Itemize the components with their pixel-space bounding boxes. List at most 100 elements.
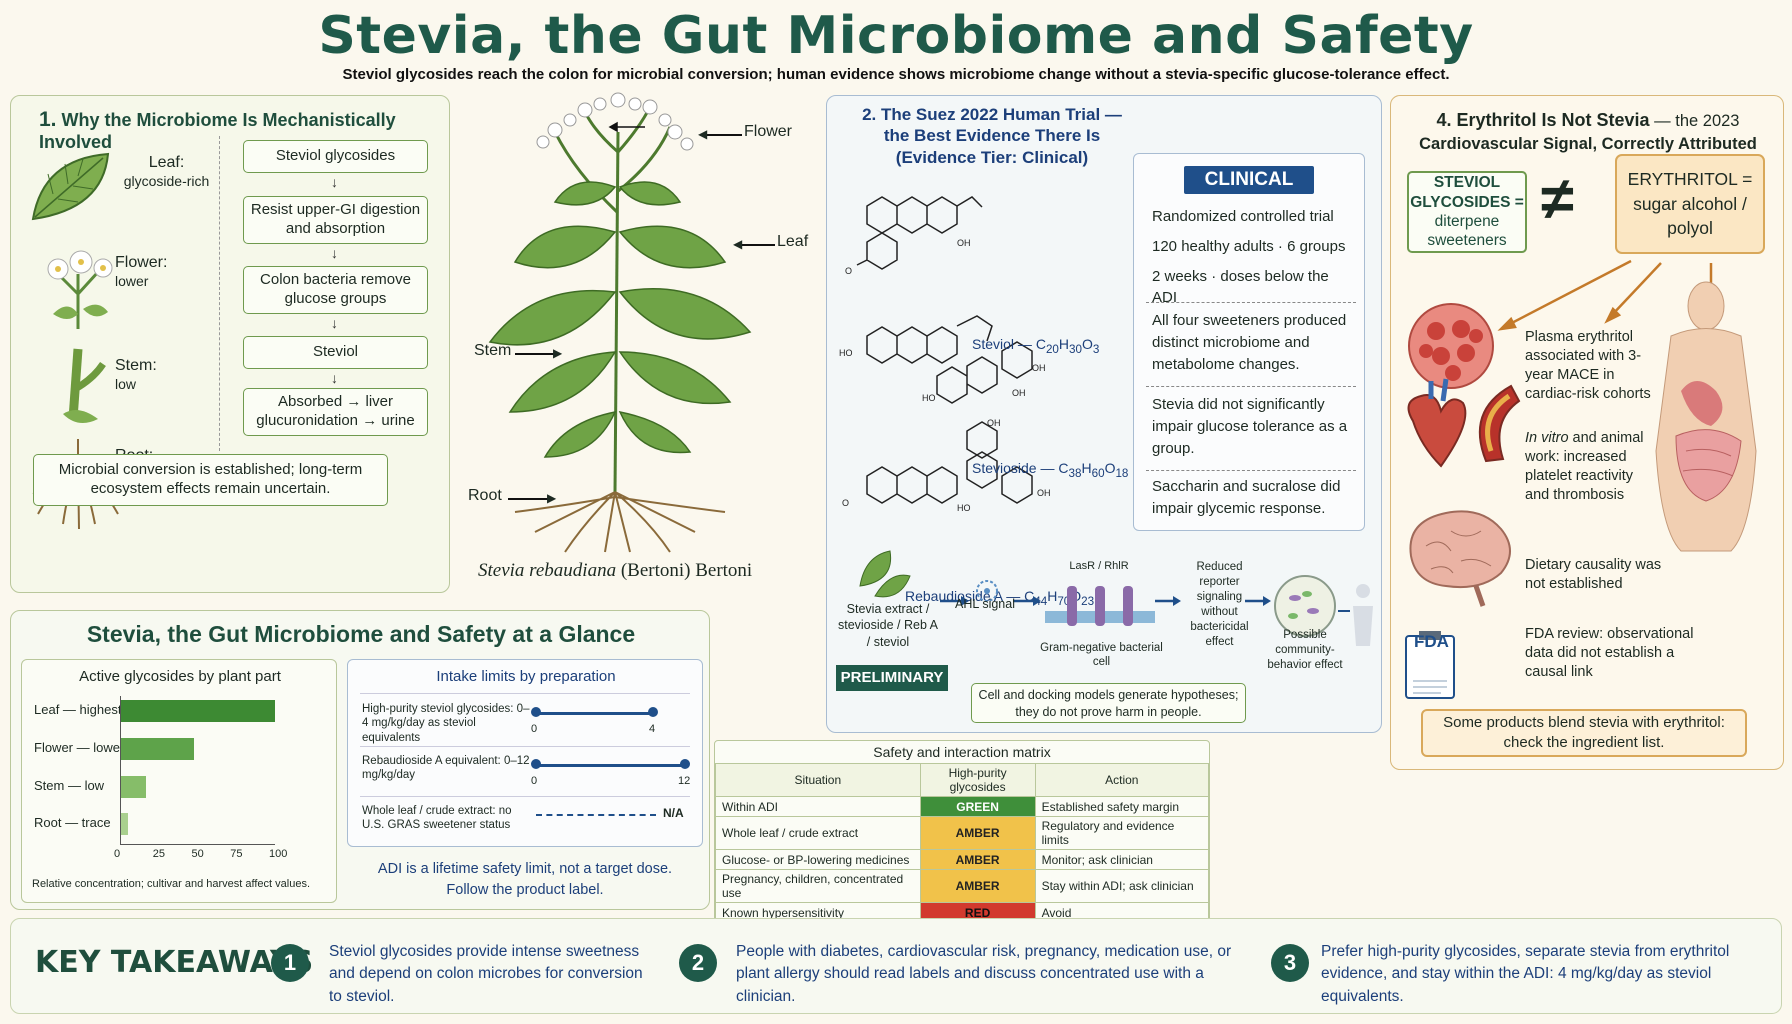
heart-icon [1407,378,1467,468]
flow-steviol: Steviol [243,336,428,369]
clinical-item: All four sweeteners produced distinct mi… [1152,312,1347,373]
pointer-line [508,498,550,500]
chart-axis [120,696,121,844]
takeaway-number: 2 [679,944,717,982]
flow-steviol-glycosides: Steviol glycosides [243,140,428,173]
chart-note: Relative concentration; cultivar and har… [32,878,311,890]
plant-label-stem: Stem [474,342,512,359]
plant-label-flower: Flower [744,123,793,140]
pointer-line [735,244,775,246]
svg-text:OH: OH [987,418,1001,428]
matrix-cell-action: Monitor; ask clinician [1034,849,1210,870]
range-dot [531,759,541,769]
chart-x-tick: 25 [152,848,165,860]
range-min: 0 [531,775,538,787]
matrix-header: Situation [715,763,921,797]
matrix-cell-status: RED [919,902,1036,923]
matrix-cell-situation: Within ADI [715,796,921,817]
panel-mechanism-title: 1. Why the Microbiome Is Mechanistically… [39,108,396,152]
svg-text:O: O [845,266,852,276]
mechanism-note: Microbial conversion is established; lon… [33,454,388,506]
takeaways-title: KEY TAKEAWAYS [35,945,314,980]
chart-category-label: Stem — low [34,778,105,793]
svg-text:OH: OH [1032,363,1046,373]
flow-resist-digestion: Resist upper-GI digestion and absorption [243,196,428,244]
glance-title: Stevia, the Gut Microbiome and Safety at… [86,621,636,647]
panel-suez-title: 2. The Suez 2022 Human Trial —the Best E… [862,105,1122,167]
down-arrow-icon: ↓ [331,315,338,331]
takeaway-number: 3 [1271,944,1309,982]
down-arrow-icon: ↓ [331,245,338,261]
svg-text:OH: OH [1012,388,1026,398]
page-subtitle: Steviol glycosides reach the colon for m… [342,66,1450,83]
takeaway-number: 1 [271,944,309,982]
panel-at-a-glance: Stevia, the Gut Microbiome and Safety at… [10,610,710,910]
intake-label: High-purity steviol glycosides: 0–4 mg/k… [362,703,530,744]
chart-x-tick: 75 [230,848,243,860]
svg-text:OH: OH [957,238,971,248]
pointer-line [700,134,742,136]
blend-note: Some products blend stevia with erythrit… [1421,709,1747,757]
down-arrow-icon: ↓ [331,370,338,386]
matrix-cell-status: AMBER [919,849,1036,870]
intake-label: Whole leaf / crude extract: no U.S. GRAS… [362,805,512,832]
chart-category-label: Root — trace [34,815,111,830]
erythritol-illustrations [1405,259,1757,699]
matrix-cell-situation: Pregnancy, children, concentrated use [715,869,921,903]
svg-text:O: O [842,498,849,508]
brain-icon [1409,510,1511,607]
pathway-cell: Gram-negative bacterial cell [1040,642,1163,669]
divider [1146,386,1356,387]
erythritol-item-causality: Dietary causality was not established [1525,557,1662,592]
range-min: 0 [531,723,538,735]
page-title: Stevia, the Gut Microbiome and Safety [318,6,1474,66]
takeaway-text: Steviol glycosides provide intense sweet… [329,943,643,1005]
matrix-cell-situation: Whole leaf / crude extract [715,816,921,850]
arrow-left-icon: ◀ [733,237,743,251]
chart-title: Active glycosides by plant part [79,668,281,685]
matrix-cell-status: AMBER [919,816,1036,850]
preliminary-badge: PRELIMINARY [836,665,948,691]
down-arrow-icon: ↓ [331,174,338,190]
adi-note: ADI is a lifetime safety limit, not a ta… [377,861,673,899]
flow-absorbed-liver: Absorbed → liver glucuronidation → urine [243,388,428,436]
erythritol-item-mace: Plasma erythritol associated with 3-year… [1525,329,1651,402]
clinical-item: 120 healthy adults · 6 groups [1152,238,1346,255]
chart-x-tick: 100 [269,848,288,860]
svg-text:HO: HO [922,393,936,403]
chart-bar-flower [120,738,195,760]
erythritol-item-platelet: In vitro and animal work: increased plat… [1525,430,1644,503]
pathway-step-community: Possible community-behavior effect [1267,629,1343,671]
stevia-plant-illustration [488,92,752,553]
pathway-step-extract: Stevia extract / stevioside / Reb A / st… [837,602,939,649]
svg-text:HO: HO [957,503,971,513]
species-caption: Stevia rebaudiana (Bertoni) Bertoni [478,560,753,581]
part-stem: Stem:low [115,357,157,392]
pathway-step-ahl: AHL signal [955,597,1015,611]
stem-icon [63,348,106,423]
clipboard-icon [1405,631,1455,699]
intake-range-bar [536,764,684,767]
clinical-box: CLINICAL Randomized controlled trial 120… [1133,153,1365,531]
part-leaf: Leaf:glycoside-rich [123,154,210,189]
chart-bar-leaf [120,700,275,722]
divider [360,796,690,797]
molecule-stevioside-label: Stevioside — C38H60O18 [972,460,1129,480]
chart-x-tick: 50 [191,848,204,860]
range-na: N/A [663,806,684,820]
intake-range-dashed [536,814,656,816]
intake-limits: Intake limits by preparation High-purity… [347,659,703,847]
plant-label-root: Root [468,487,502,504]
fda-label: FDA [1414,632,1449,651]
arrow-right-icon: ▶ [547,491,557,505]
intake-range-bar [536,712,651,715]
pathway-receptor: LasR / RhlR [1069,560,1129,572]
chart-category-label: Flower — lower [34,740,125,755]
body-digestive-icon [1655,281,1757,552]
range-dot [648,707,658,717]
range-max: 12 [678,775,691,787]
